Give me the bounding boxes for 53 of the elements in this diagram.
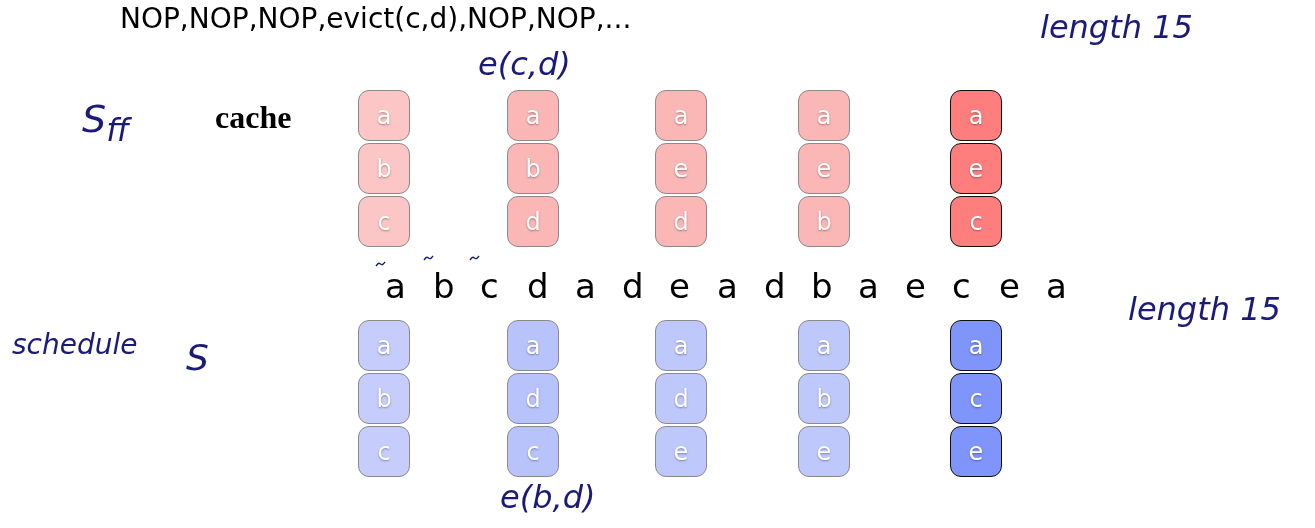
request-letter: a	[858, 266, 879, 306]
request-letter: b	[433, 266, 455, 306]
cache-slot: c	[950, 373, 1002, 424]
cache-slot: a	[655, 90, 707, 141]
request-letter: e	[669, 266, 690, 306]
cache-slot: c	[358, 196, 410, 247]
cache-slot: a	[358, 90, 410, 141]
handwritten-note: schedule	[12, 328, 138, 361]
cache-slot: e	[655, 143, 707, 194]
cache-slot: a	[507, 90, 559, 141]
cache-slot: e	[798, 143, 850, 194]
request-letter: c	[480, 266, 499, 306]
handwritten-note: e(b,d)	[500, 478, 596, 516]
request-letter: d	[622, 266, 644, 306]
handwritten-note: length 15	[1128, 290, 1281, 328]
handwritten-note: length 15	[1040, 8, 1193, 46]
cache-slot: d	[655, 373, 707, 424]
cache-slot: e	[950, 143, 1002, 194]
cache-slot: d	[655, 196, 707, 247]
cache-slot: b	[507, 143, 559, 194]
row-label: cache	[215, 99, 292, 136]
cache-slot: a	[950, 90, 1002, 141]
cache-slot: a	[798, 320, 850, 371]
request-letter: a	[575, 266, 596, 306]
cache-slot: c	[358, 426, 410, 477]
cache-slot: b	[798, 196, 850, 247]
cache-slot: c	[950, 196, 1002, 247]
request-letter: c	[952, 266, 971, 306]
handwritten-note: e(c,d)	[478, 45, 571, 83]
request-letter: e	[905, 266, 926, 306]
handwritten-note: S	[186, 337, 209, 378]
cache-slot: d	[507, 373, 559, 424]
cache-slot: e	[950, 426, 1002, 477]
request-letter: e	[999, 266, 1020, 306]
cache-slot: b	[358, 373, 410, 424]
request-letter: d	[527, 266, 549, 306]
cache-slot: a	[655, 320, 707, 371]
request-letter: a	[717, 266, 738, 306]
cache-slot: e	[798, 426, 850, 477]
request-letter: a	[1046, 266, 1067, 306]
request-letter: b	[811, 266, 833, 306]
cache-slot: a	[358, 320, 410, 371]
cache-slot: b	[798, 373, 850, 424]
cache-slot: e	[655, 426, 707, 477]
title: NOP,NOP,NOP,evict(c,d),NOP,NOP,...	[120, 2, 632, 35]
cache-slot: b	[358, 143, 410, 194]
cache-slot: d	[507, 196, 559, 247]
cache-slot: a	[507, 320, 559, 371]
request-letter: a	[385, 266, 406, 306]
cache-slot: c	[507, 426, 559, 477]
cache-slot: a	[798, 90, 850, 141]
request-letter: d	[764, 266, 786, 306]
cache-slot: a	[950, 320, 1002, 371]
